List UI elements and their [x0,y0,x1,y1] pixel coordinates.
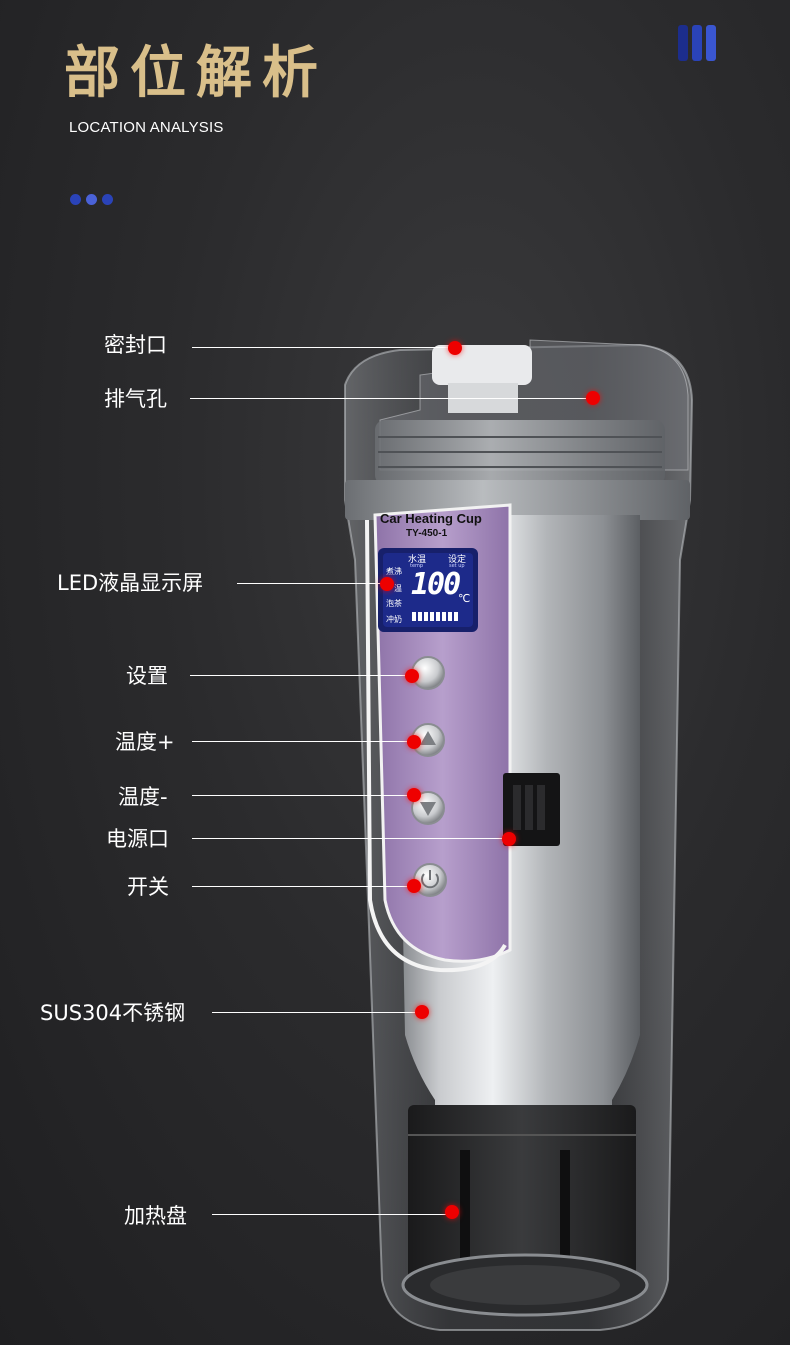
annotation-label: 加热盘 [124,1204,187,1228]
location-pin [448,341,462,355]
lcd-mode-boil: 煮沸 [386,566,402,577]
leader-line [192,347,454,348]
annotation-label: 密封口 [104,333,167,357]
location-pin [405,669,419,683]
location-pin [445,1205,459,1219]
leader-line [212,1214,452,1215]
leader-line [192,795,414,796]
brand-text: Car Heating Cup [380,511,482,526]
annotation-label: SUS304不锈钢 [40,1001,185,1025]
lcd-mode-warm: 温 [394,583,402,594]
location-pin [380,577,394,591]
leader-line [212,1012,422,1013]
lcd-unit: ℃ [458,592,470,605]
leader-line [190,675,412,676]
location-pin [407,788,421,802]
location-pin [586,391,600,405]
annotation-label: 设置 [126,664,168,688]
leader-line [190,398,593,399]
location-pin [407,735,421,749]
annotation-label: 排气孔 [104,387,167,411]
location-pin [502,832,516,846]
annotation-label: LED液晶显示屏 [57,571,203,595]
leader-line [237,583,387,584]
annotation-label: 开关 [127,875,169,899]
lcd-reading: 100 [411,567,459,602]
lcd-mode-milk: 冲奶 [386,614,402,625]
location-pin [407,879,421,893]
leader-line [192,838,509,839]
annotation-label: 温度+ [115,730,175,754]
lcd-level-bar [412,612,460,621]
annotation-label: 电源口 [106,827,169,851]
lcd-mode-tea: 泡茶 [386,598,402,609]
annotation-label: 温度- [118,785,168,809]
location-pin [415,1005,429,1019]
model-text: TY-450-1 [406,528,447,539]
seal-stopper [432,345,532,385]
leader-line [192,886,414,887]
leader-line [192,741,414,742]
